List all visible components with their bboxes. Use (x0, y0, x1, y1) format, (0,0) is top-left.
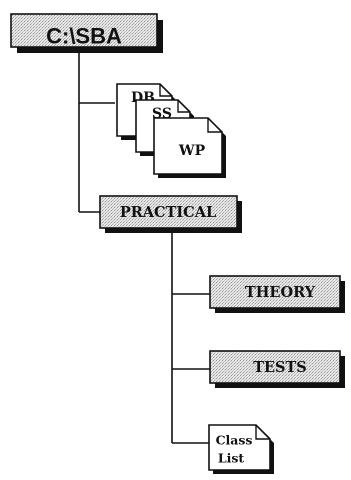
practical-folder-label: PRACTICAL (120, 204, 216, 221)
theory-folder-label: THEORY (245, 284, 316, 301)
class-list-document: Class List (208, 424, 274, 474)
class-list-label-line-2: List (218, 451, 245, 466)
class-list-label-line-1: Class (216, 433, 253, 448)
practical-folder-box: PRACTICAL (99, 195, 242, 233)
root-folder-box: C:\SBA (10, 13, 163, 53)
document-wp-label: WP (178, 143, 206, 159)
tests-folder-label: TESTS (253, 359, 307, 376)
tests-folder-box: TESTS (209, 350, 345, 388)
connector-lines (78, 48, 210, 444)
theory-folder-box: THEORY (209, 275, 345, 313)
root-folder-label: C:\SBA (46, 23, 122, 48)
document-wp: WP (153, 117, 226, 178)
